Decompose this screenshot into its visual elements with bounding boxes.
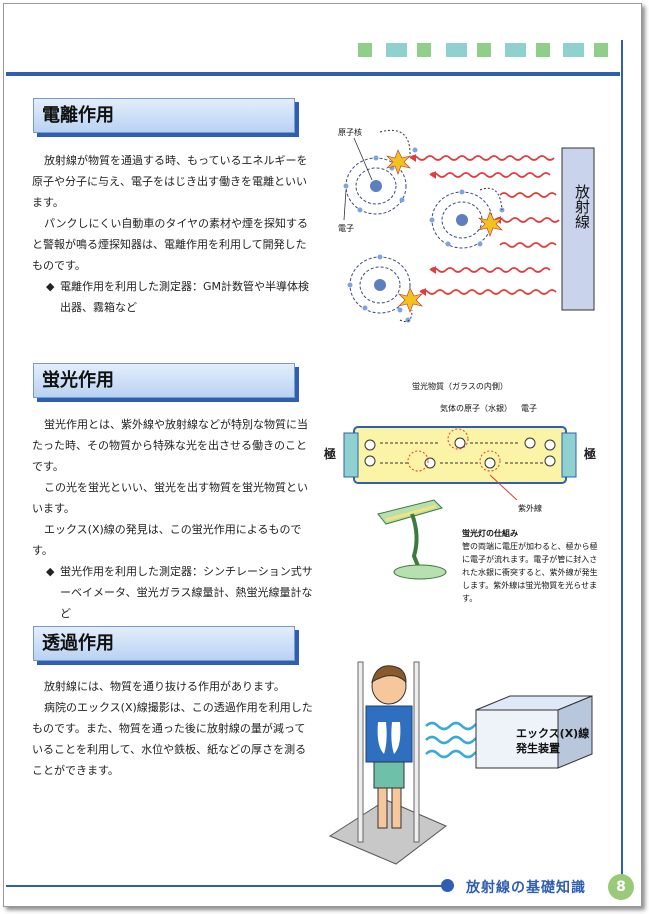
child-shorts <box>373 761 405 789</box>
machine-front <box>475 709 559 769</box>
paragraph: エックス(X)線の発見は、この蛍光作用によるものです。 <box>32 523 302 557</box>
footer-rule <box>6 885 446 887</box>
radiation-source-box <box>561 147 595 311</box>
radiation-waves <box>409 155 560 295</box>
left-cap <box>343 432 359 478</box>
page-number: 8 <box>608 874 634 900</box>
stand-right <box>413 661 420 843</box>
stand-left <box>357 661 364 843</box>
ionization-illustration <box>343 129 595 323</box>
child-leg-right <box>391 787 402 829</box>
paragraph: パンクしにくい自動車のタイヤの素材や煙を探知すると警報が鳴る煙探知器は、電離作用… <box>32 217 308 272</box>
bullet-icon: ◆ <box>46 565 55 578</box>
floor-plate <box>328 799 447 865</box>
right-electrode-label: 極 <box>584 447 597 461</box>
left-electrode-label: 極 <box>324 447 337 461</box>
tube-body <box>353 426 567 484</box>
deco-square <box>358 43 372 57</box>
lung-left <box>377 722 387 754</box>
radiation-label: 放射線 <box>573 184 591 229</box>
paragraph: 蛍光作用とは、紫外線や放射線などが特別な物質に当たった時、その物質から特殊な光を… <box>32 418 308 473</box>
bullet-icon: ◆ <box>46 280 55 293</box>
nucleus-label: 原子核 <box>338 128 362 137</box>
deco-square <box>446 43 467 57</box>
uv-pointer <box>489 474 518 500</box>
electron-pointer <box>343 189 347 221</box>
nucleus-pointer <box>353 137 373 181</box>
desk-lamp-illustration <box>377 499 447 580</box>
penetration-text: 放射線には、物質を通り抜ける作用があります。 病院のエックス(X)線撮影は、この… <box>32 676 314 781</box>
xray-plate <box>365 705 413 763</box>
fluorescent-tube-illustration <box>343 426 577 500</box>
nuclei <box>370 180 468 291</box>
mercury-atoms <box>407 428 501 472</box>
lamp-caption-text: 管の両端に電圧が加わると、極から極に電子が流れます。電子が管に封入された水銀に衝… <box>462 542 598 603</box>
child-hair <box>371 665 407 684</box>
gas-atom-label: 気体の原子（水銀） <box>440 404 512 413</box>
ionization-sparks <box>386 149 503 313</box>
lamp-tube <box>385 504 437 522</box>
paragraph: 放射線には、物質を通り抜ける作用があります。 <box>44 680 285 693</box>
child-leg-left <box>377 787 388 829</box>
lamp-arm <box>410 513 420 567</box>
right-cap <box>561 432 577 478</box>
electrons <box>343 147 505 323</box>
footer-title: 放射線の基礎知識 <box>466 880 586 896</box>
lung-right <box>391 722 401 754</box>
section-title-penetration: 透過作用 <box>33 626 295 661</box>
lamp-caption-title: 蛍光灯の仕組み <box>462 529 518 538</box>
side-rule <box>621 40 623 876</box>
header-rule <box>6 72 620 76</box>
deco-square <box>536 43 550 57</box>
electron-label: 電子 <box>338 224 354 233</box>
deco-square <box>477 43 491 57</box>
ejected-paths <box>379 129 503 323</box>
section-title-fluorescence: 蛍光作用 <box>33 363 295 398</box>
deco-square <box>386 43 407 57</box>
deco-square <box>417 43 431 57</box>
bullet-item: ◆蛍光作用を利用した測定器：シンチレーション式サーベイメータ、蛍光ガラス線量計、… <box>32 561 314 624</box>
paragraph: 放射線が物質を通過する時、もっているエネルギーを原子や分子に与え、電子をはじき出… <box>32 154 308 209</box>
xray-machine-label: エックス(X)線発生装置 <box>516 727 590 755</box>
xray-illustration <box>328 661 593 865</box>
paragraph: 病院のエックス(X)線撮影は、この透過作用を利用したものです。また、物質を通った… <box>32 701 313 777</box>
lamp-caption: 蛍光灯の仕組み 管の両端に電圧が加わると、極から極に電子が流れます。電子が管に封… <box>462 527 602 605</box>
tube-electron-label: 電子 <box>521 404 537 413</box>
electron-markers <box>364 437 556 469</box>
electron-flow <box>380 442 545 464</box>
fluorescence-text: 蛍光作用とは、紫外線や放射線などが特別な物質に当たった時、その物質から特殊な光を… <box>32 414 314 624</box>
deco-square <box>563 43 584 57</box>
ionization-text: 放射線が物質を通過する時、もっているエネルギーを原子や分子に与え、電子をはじき出… <box>32 150 314 318</box>
uv-label: 紫外線 <box>518 504 542 513</box>
lamp-base <box>393 564 447 580</box>
deco-square <box>505 43 526 57</box>
section-title-ionization: 電離作用 <box>33 98 295 133</box>
deco-square <box>594 43 608 57</box>
bullet-item: ◆電離作用を利用した測定器：GM計数管や半導体検出器、霧箱など <box>32 276 314 318</box>
phosphor-label: 蛍光物質（ガラスの内側） <box>412 382 508 391</box>
footer-dot <box>441 879 454 892</box>
paragraph: この光を蛍光といい、蛍光を出す物質を蛍光物質といいます。 <box>32 481 308 515</box>
